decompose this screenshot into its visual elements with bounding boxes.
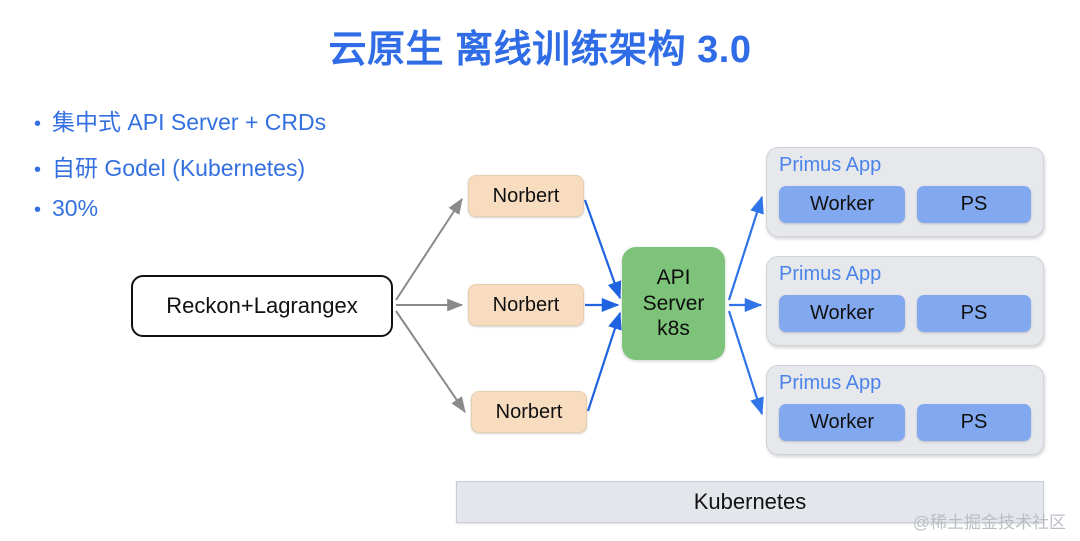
primus-app-label: Primus App: [779, 372, 882, 394]
node-label: Norbert: [492, 293, 560, 316]
node-api-server-k8s[interactable]: API Server k8s: [622, 247, 725, 360]
arrow-controller-1-to-api: [583, 199, 622, 300]
pod-label: PS: [960, 193, 988, 215]
pod-worker[interactable]: Worker: [779, 404, 905, 441]
node-reckon-lagrangex[interactable]: Reckon+Lagrangex: [131, 275, 393, 337]
arrow-controller-3-to-api: [586, 311, 622, 412]
pod-row: Worker PS: [779, 295, 1031, 332]
bullet-list: • 集中式 API Server + CRDs • 自研 Godel (Kube…: [34, 103, 454, 241]
node-norbert-3[interactable]: Norbert: [471, 391, 587, 433]
pod-label: PS: [960, 411, 988, 433]
bullet-item: • 自研 Godel (Kubernetes): [34, 149, 454, 195]
node-label: Reckon+Lagrangex: [166, 293, 358, 318]
primus-app-label: Primus App: [779, 154, 882, 176]
pod-ps[interactable]: PS: [917, 186, 1031, 223]
node-norbert-2[interactable]: Norbert: [468, 284, 584, 326]
arrow-api-to-app-1: [727, 195, 764, 301]
bullet-text: 集中式 API Server + CRDs: [52, 109, 327, 135]
panel-primus-app-2[interactable]: Primus App Worker PS: [766, 256, 1044, 346]
api-server-line-1: API: [656, 266, 691, 290]
panel-primus-app-1[interactable]: Primus App Worker PS: [766, 147, 1044, 237]
pod-label: Worker: [809, 411, 875, 433]
api-server-line-2: Server: [642, 291, 705, 315]
primus-app-label: Primus App: [779, 263, 882, 285]
bullet-dot-icon: •: [34, 199, 42, 221]
node-kubernetes-platform[interactable]: Kubernetes: [456, 481, 1044, 523]
node-label: Norbert: [495, 400, 563, 423]
bullet-item: • 集中式 API Server + CRDs: [34, 103, 454, 149]
pod-ps[interactable]: PS: [917, 295, 1031, 332]
bullet-text: 自研 Godel (Kubernetes): [52, 155, 306, 181]
arrow-api-to-app-3: [727, 310, 764, 416]
arrow-source-to-controller-1: [395, 197, 463, 301]
bullet-dot-icon: •: [34, 113, 42, 135]
watermark: @稀土掘金技术社区: [912, 513, 1066, 532]
pod-row: Worker PS: [779, 404, 1031, 441]
node-label: Norbert: [492, 184, 560, 207]
arrow-source-to-controller-3: [395, 310, 466, 413]
node-norbert-1[interactable]: Norbert: [468, 175, 584, 217]
bullet-dot-icon: •: [34, 159, 42, 181]
pod-worker[interactable]: Worker: [779, 186, 905, 223]
pod-row: Worker PS: [779, 186, 1031, 223]
panel-primus-app-3[interactable]: Primus App Worker PS: [766, 365, 1044, 455]
pod-ps[interactable]: PS: [917, 404, 1031, 441]
pod-label: PS: [960, 302, 988, 324]
pod-worker[interactable]: Worker: [779, 295, 905, 332]
pod-label: Worker: [809, 302, 875, 324]
api-server-line-3: k8s: [657, 317, 690, 341]
node-label: Kubernetes: [693, 489, 807, 514]
page-title: 云原生 离线训练架构 3.0: [328, 29, 752, 71]
bullet-text: 30%: [52, 195, 99, 221]
bullet-item: • 30%: [34, 195, 454, 241]
pod-label: Worker: [809, 193, 875, 215]
